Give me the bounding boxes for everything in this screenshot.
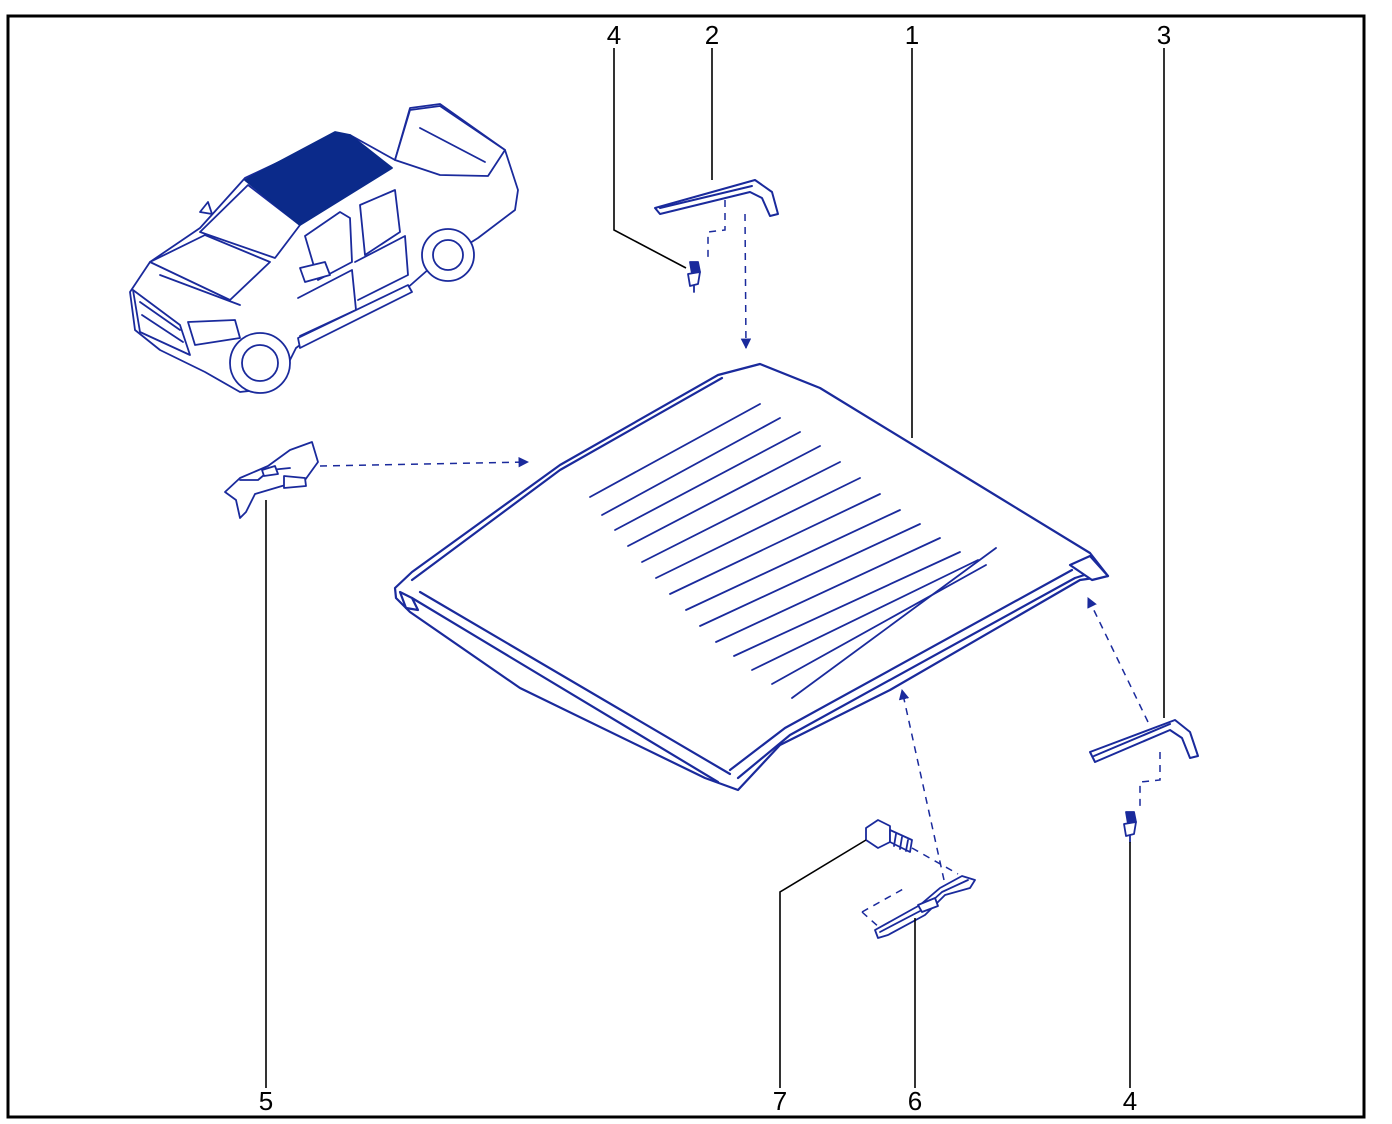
callout-4-top: 4 — [607, 20, 621, 50]
callout-3: 3 — [1157, 20, 1171, 50]
roof-reinforcement-bracket — [874, 875, 976, 939]
roof-panel — [393, 362, 1110, 792]
bolt — [865, 819, 913, 853]
leader-lines — [265, 48, 1165, 1088]
highlighted-roof — [244, 131, 393, 226]
rear-roof-channel — [1089, 719, 1199, 763]
callout-4-bottom: 4 — [1123, 1086, 1137, 1116]
vehicle-locator-illustration — [129, 103, 519, 394]
assembly-arrows — [319, 200, 1161, 929]
front-bracket — [224, 441, 319, 519]
clip-bottom — [1123, 811, 1137, 843]
front-roof-channel — [654, 179, 779, 217]
callout-1: 1 — [905, 20, 919, 50]
callout-6: 6 — [908, 1086, 922, 1116]
callout-5: 5 — [259, 1086, 273, 1116]
callout-7: 7 — [773, 1086, 787, 1116]
callout-2: 2 — [705, 20, 719, 50]
clip-top — [687, 261, 701, 293]
